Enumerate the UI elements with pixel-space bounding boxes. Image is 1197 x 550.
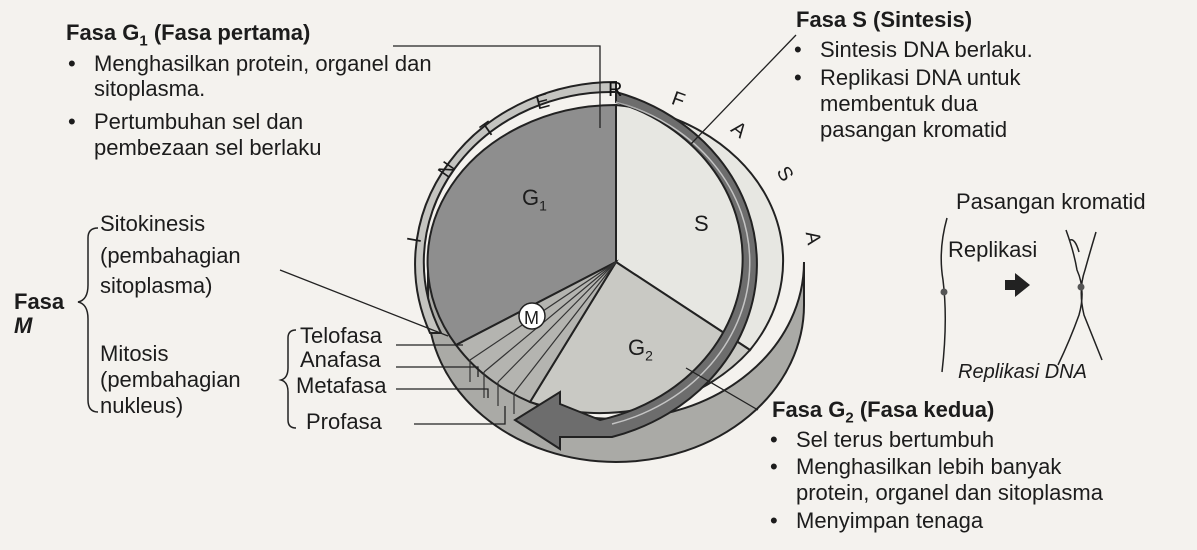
g2-title-sub: 2: [845, 409, 854, 427]
pie-label-g2-sub: 2: [645, 347, 653, 364]
g1-title-sub: 1: [139, 32, 148, 50]
replication-label: Replikasi: [948, 237, 1038, 262]
g1-point-1b: sitoplasma.: [94, 76, 206, 101]
pie-label-g2-pre: G: [628, 335, 646, 360]
g1-title: Fasa G1 (Fasa pertama): [66, 21, 310, 53]
s-point-1: Sintesis DNA berlaku.: [820, 37, 1033, 62]
sitokinesis-2: (pembahagian: [100, 243, 241, 268]
stage-profasa: Profasa: [306, 409, 382, 434]
s-point-2c: pasangan kromatid: [820, 117, 1008, 142]
g2-title-post: (Fasa kedua): [853, 397, 995, 422]
g2-point-1: Sel terus bertumbuh: [796, 427, 995, 452]
g2-point-2b: protein, organel dan sitoplasma: [796, 480, 1103, 505]
interfasa-outer-arrow: [513, 90, 758, 451]
bullet-icon: •: [770, 427, 778, 452]
braces: [77, 227, 297, 429]
g2-point-2: Menghasilkan lebih banyak: [796, 454, 1062, 479]
s-point-2: Replikasi DNA untuk: [820, 65, 1021, 90]
pie-slice-g1: [426, 103, 617, 347]
interfasa-inner-band: [414, 80, 617, 334]
pie-label-g1-sub: 1: [539, 197, 547, 214]
g1-title-pre: Fasa G: [66, 20, 140, 45]
mitosis-3: nukleus): [100, 393, 184, 418]
mitosis-1: Mitosis: [100, 341, 169, 366]
replication-arrow: [1005, 273, 1030, 297]
bullet-icon: •: [68, 109, 76, 134]
leader-lines: [279, 34, 797, 425]
stage-anafasa: Anafasa: [300, 347, 381, 372]
chromatid-pair: [1057, 229, 1103, 366]
centromere-pair: [1077, 283, 1085, 291]
g2-point-3: Menyimpan tenaga: [796, 508, 984, 533]
sitokinesis-3: sitoplasma): [100, 273, 213, 298]
g2-title-pre: Fasa G: [772, 397, 846, 422]
pie-label-s: S: [694, 211, 709, 236]
interfasa-letter: R: [608, 79, 623, 101]
pie-slice-m: [454, 259, 619, 404]
replication-top-label: Pasangan kromatid: [956, 189, 1146, 214]
fasa-m-letter: M: [14, 313, 33, 338]
replication-caption: Replikasi DNA: [958, 361, 1087, 383]
sitokinesis-1: Sitokinesis: [100, 211, 206, 236]
fasa-m-label: Fasa: [14, 289, 65, 314]
bullet-icon: •: [794, 65, 802, 90]
bullet-icon: •: [68, 51, 76, 76]
s-title: Fasa S (Sintesis): [796, 7, 973, 32]
centromere-single: [940, 288, 948, 296]
g1-point-1: Menghasilkan protein, organel dan: [94, 51, 432, 76]
m-phase-dividers: [469, 261, 617, 414]
interfasa-arrow-inner-edge: [611, 101, 751, 425]
bullet-icon: •: [770, 508, 778, 533]
bullet-icon: •: [794, 37, 802, 62]
g2-title: Fasa G2 (Fasa kedua): [772, 398, 994, 430]
chromatid-single: [940, 217, 948, 373]
stage-metafasa: Metafasa: [296, 373, 387, 398]
pie-label-g1: G1: [522, 186, 547, 217]
g1-title-post: (Fasa pertama): [147, 20, 311, 45]
pie-label-g2: G2: [628, 336, 653, 367]
bullet-icon: •: [770, 454, 778, 479]
mitosis-2: (pembahagian: [100, 367, 241, 392]
s-point-2b: membentuk dua: [820, 91, 978, 116]
stage-telofasa: Telofasa: [300, 323, 382, 348]
g1-point-2: Pertumbuhan sel dan: [94, 109, 304, 134]
pie-label-g1-pre: G: [522, 185, 540, 210]
m-marker-circle: [518, 302, 546, 330]
g1-point-2b: pembezaan sel berlaku: [94, 135, 322, 160]
pie-label-m: M: [524, 308, 539, 328]
